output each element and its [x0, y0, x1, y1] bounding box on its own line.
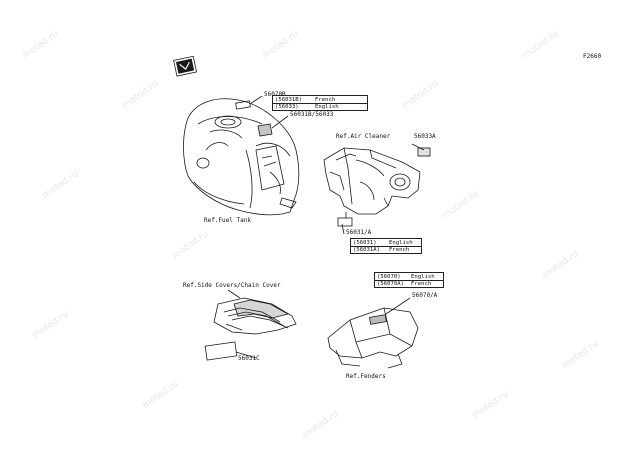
- figure-code: F2660: [583, 53, 602, 60]
- fender-illustration: [327, 307, 419, 369]
- tank-label-table: (56031B) French (56033) English: [272, 95, 368, 111]
- language: French: [411, 281, 432, 287]
- table-row: (56033) English: [273, 102, 367, 110]
- part-number: (56031A): [353, 247, 380, 253]
- table-row: (56070) English: [375, 273, 443, 280]
- callout-56031b-56033: 56031B/56033: [290, 111, 334, 118]
- language: English: [315, 104, 339, 110]
- ref-air-cleaner: Ref.Air Cleaner: [336, 133, 391, 140]
- decal-56033a: [417, 147, 431, 157]
- language: French: [389, 247, 410, 253]
- language: English: [389, 239, 413, 246]
- table-row: (56031) English: [351, 239, 421, 246]
- table-row: (56031A) French: [351, 245, 421, 253]
- part-number: (56031): [353, 239, 377, 246]
- language: French: [315, 96, 336, 103]
- logo-stamp-icon: [173, 55, 197, 77]
- table-row: (56031B) French: [273, 96, 367, 103]
- ref-fuel-tank: Ref.Fuel Tank: [204, 217, 251, 224]
- callout-56031c: 56031C: [238, 355, 260, 362]
- callout-56070-a: 56070/A: [412, 292, 438, 299]
- decal-56031c: [204, 341, 238, 361]
- decal-56070: [368, 314, 387, 325]
- fuel-tank-illustration: [183, 98, 300, 216]
- part-number: (56033): [275, 104, 299, 110]
- decal-56033: [255, 145, 285, 191]
- ref-side-covers-chain-cover: Ref.Side Covers/Chain Cover: [183, 282, 281, 289]
- decal-56031: [337, 217, 353, 227]
- part-number: (56070): [377, 273, 401, 280]
- callout-56070b: 56070B: [264, 92, 286, 98]
- language: English: [411, 273, 435, 280]
- decal-56070b: [235, 100, 251, 110]
- air-cleaner-illustration: [323, 147, 421, 215]
- decal-56031b: [257, 123, 273, 137]
- part-number: (56031B): [275, 96, 302, 103]
- part-number: (56070A): [377, 281, 404, 287]
- callout-56033a: 56033A: [414, 133, 436, 140]
- air-cleaner-label-table: (56031) English (56031A) French: [350, 238, 422, 254]
- side-cover-illustration: [213, 297, 297, 335]
- table-row: (56070A) French: [375, 279, 443, 287]
- ref-fenders: Ref.Fenders: [346, 373, 386, 380]
- fender-label-table: (56070) English (56070A) French: [374, 272, 444, 288]
- callout-56031-a: 56031/A: [346, 229, 372, 236]
